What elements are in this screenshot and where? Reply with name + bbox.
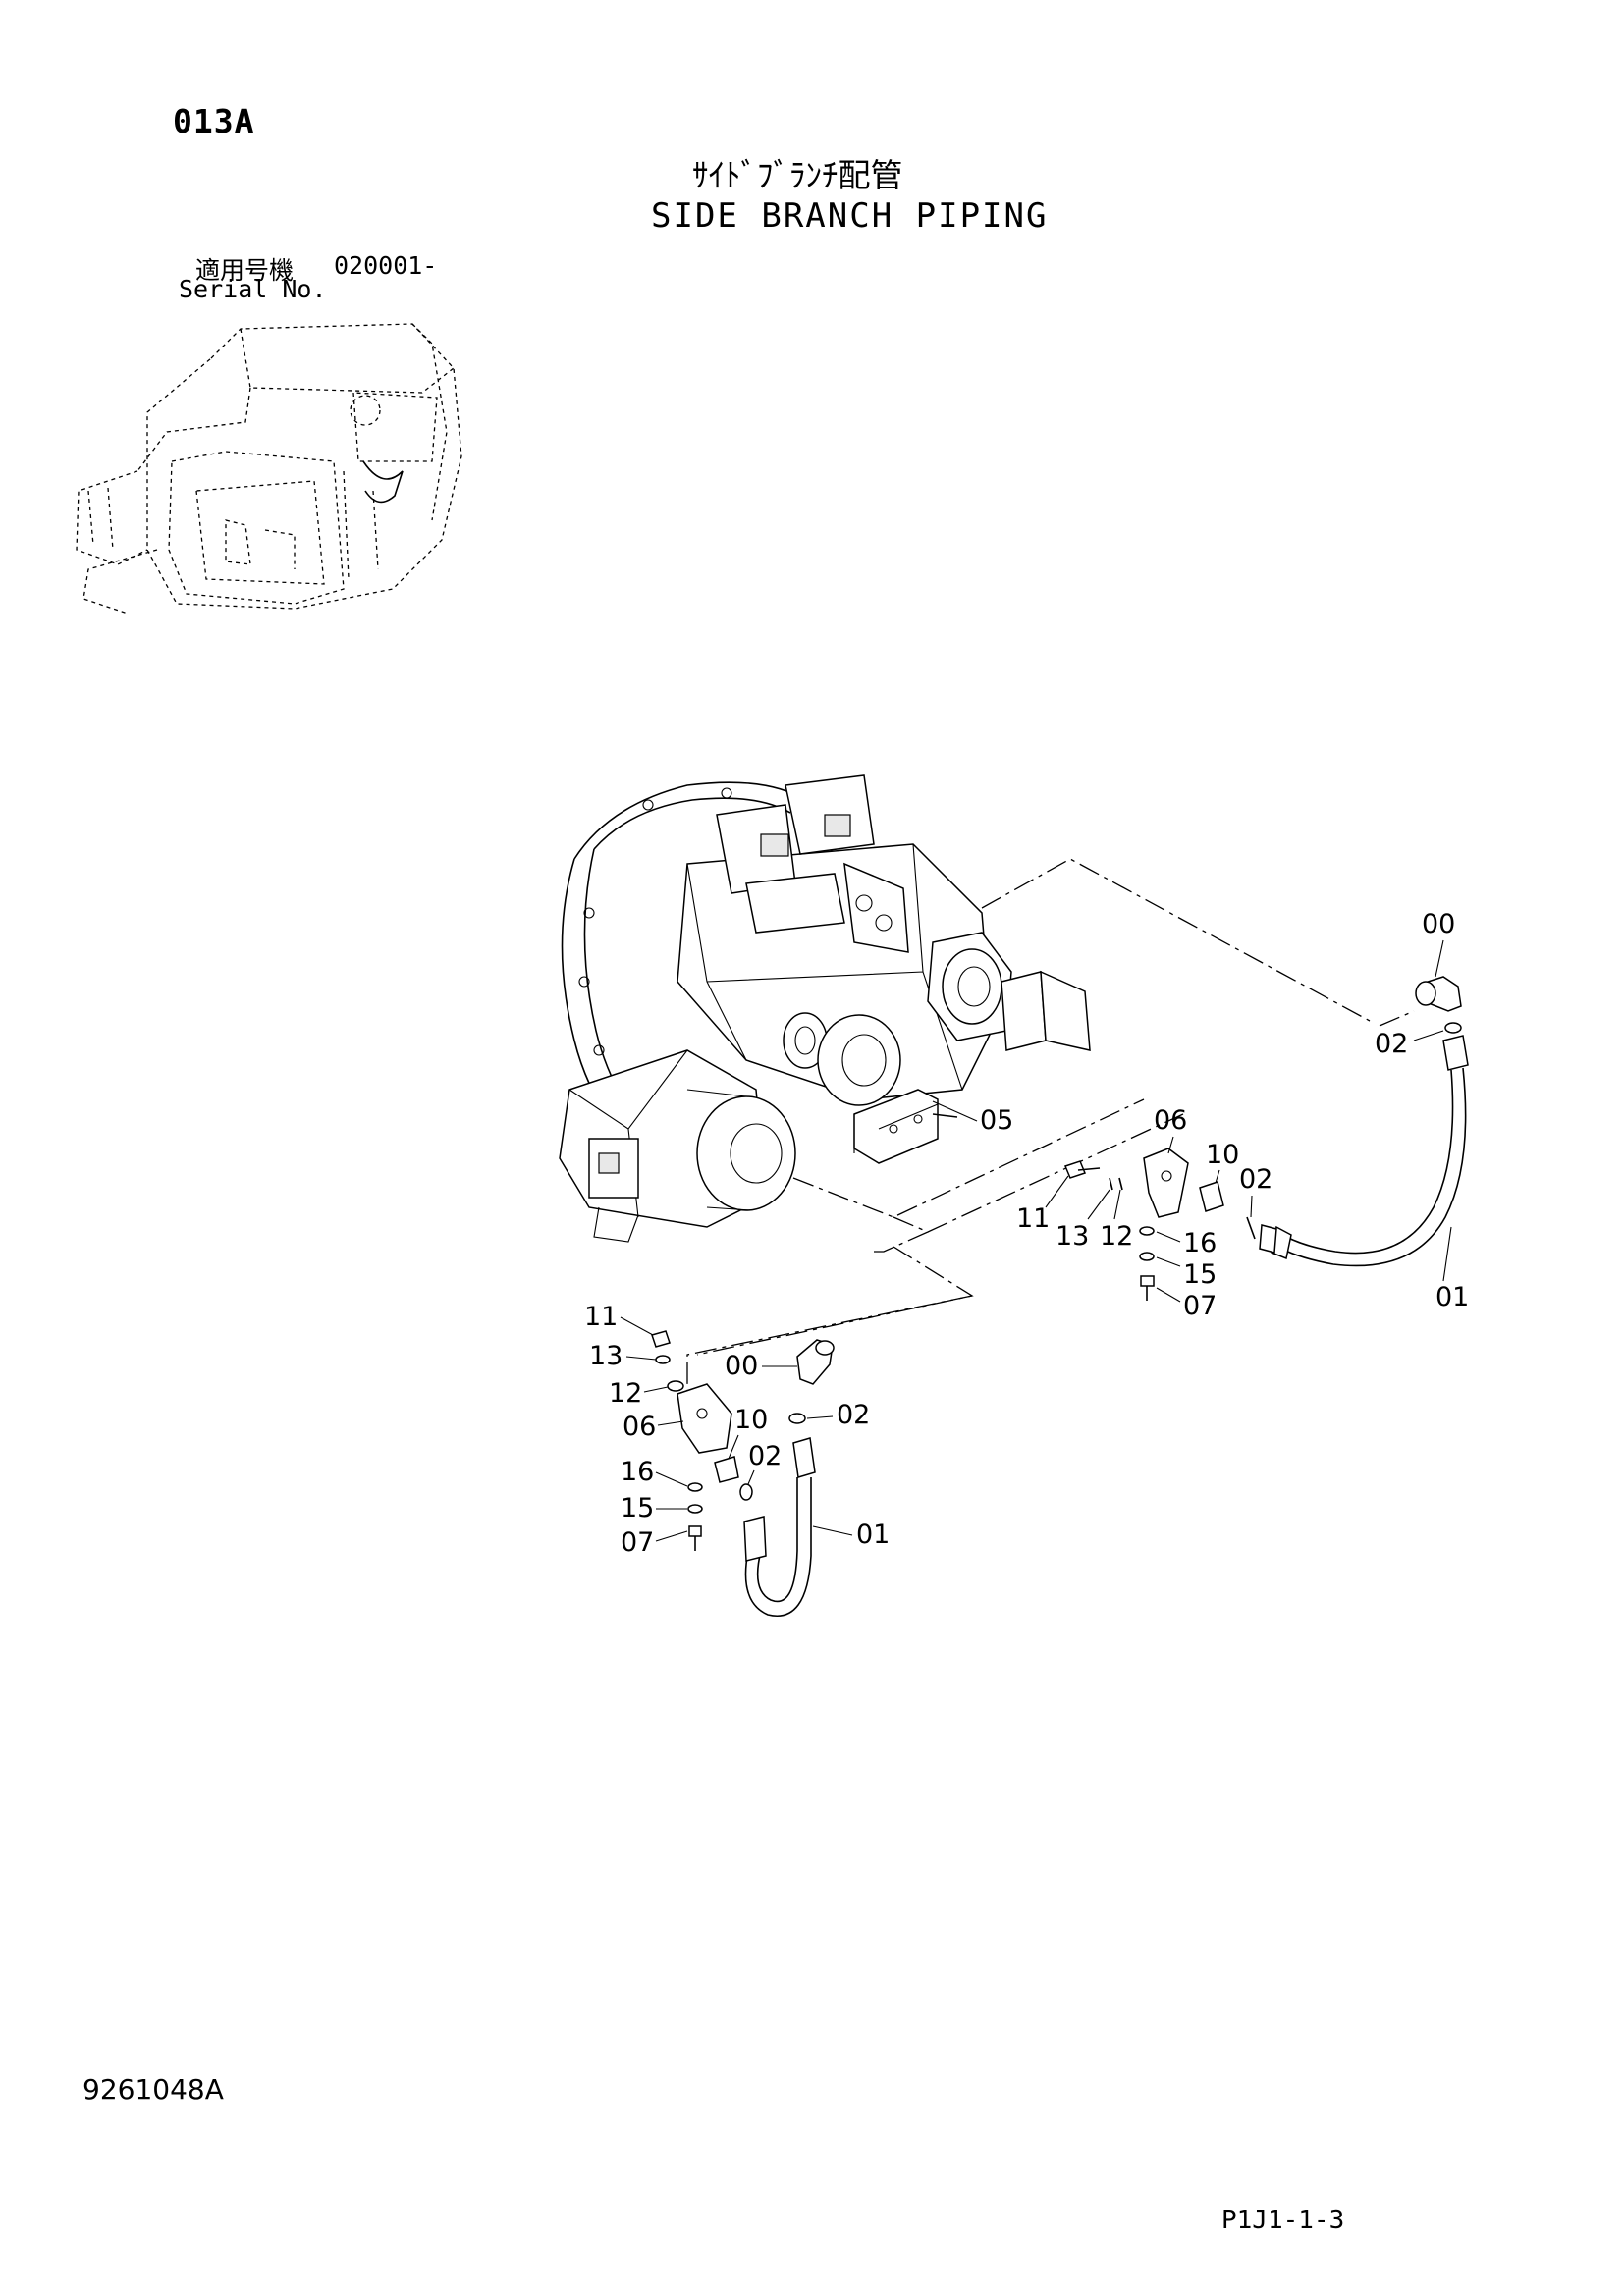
- callout-label: 12: [1100, 1221, 1133, 1252]
- lower-hose-assembly: [651, 1330, 835, 1617]
- page-title-english: SIDE BRANCH PIPING: [651, 196, 1049, 236]
- callout-label: 10: [1206, 1140, 1239, 1170]
- callout-label: 15: [621, 1493, 654, 1523]
- hydraulic-pump-assembly: [559, 774, 1091, 1243]
- callout-label: 01: [1435, 1282, 1469, 1312]
- callouts-lower: 11 13 12 06 00 10 02 02 16 15 07 01: [584, 1302, 890, 1558]
- page-code: P1J1-1-3: [1221, 2206, 1345, 2235]
- callout-label: 10: [734, 1405, 768, 1435]
- page-title-japanese: ｻｲﾄﾞﾌﾞﾗﾝﾁ配管: [692, 156, 903, 194]
- callout-label: 12: [609, 1378, 642, 1409]
- document-number: 9261048A: [82, 2073, 224, 2106]
- serial-number-value: 020001-: [334, 251, 438, 280]
- callout-label: 11: [584, 1302, 618, 1332]
- callout-label: 01: [856, 1520, 890, 1550]
- callout-label: 07: [1183, 1291, 1217, 1321]
- callout-label: 00: [1422, 909, 1455, 939]
- callout-label: 02: [837, 1400, 870, 1430]
- callout-label: 11: [1016, 1203, 1050, 1234]
- callouts-upper: 00 02 01 05 06 10 02 11 13 12 16 15 07: [932, 909, 1469, 1321]
- callout-label: 15: [1183, 1259, 1217, 1290]
- callout-label: 16: [1183, 1228, 1217, 1258]
- callout-label: 13: [1056, 1221, 1089, 1252]
- serial-label-japanese: 適用号機: [195, 256, 295, 285]
- callout-label: 02: [1375, 1029, 1408, 1059]
- callout-label: 13: [589, 1341, 623, 1371]
- callout-label: 00: [725, 1351, 758, 1381]
- serial-label-english: Serial No.: [179, 275, 327, 303]
- callout-label: 06: [623, 1412, 656, 1442]
- callout-label: 07: [621, 1527, 654, 1558]
- callout-label: 02: [748, 1441, 782, 1471]
- assembly-lines: [686, 858, 1415, 1394]
- figure-code: 013A: [173, 102, 255, 140]
- upper-hose-assembly: [853, 976, 1469, 1301]
- machine-overview-thumbnail: [76, 323, 462, 614]
- callout-label: 05: [980, 1105, 1013, 1136]
- callout-label: 06: [1154, 1105, 1187, 1136]
- callout-label: 02: [1239, 1164, 1272, 1195]
- callout-label: 16: [621, 1457, 654, 1487]
